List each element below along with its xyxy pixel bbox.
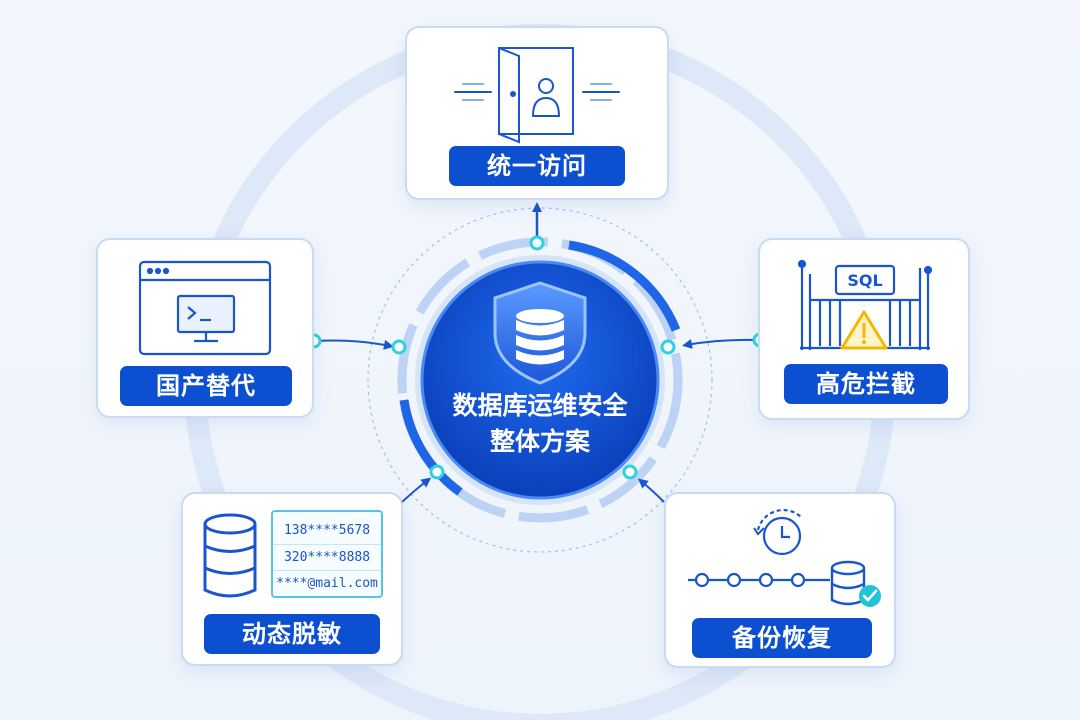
- masked-phone-2: 320****8888: [273, 544, 381, 571]
- inner-ring: [415, 255, 665, 505]
- masked-values-panel: 138****5678 320****8888 ****@mail.com: [271, 510, 383, 598]
- hub-title: 数据库运维安全 整体方案: [420, 388, 660, 460]
- masked-email: ****@mail.com: [273, 570, 381, 597]
- connector-left: [306, 333, 407, 355]
- database-icon: [203, 513, 257, 598]
- database-check-icon: [830, 560, 881, 607]
- card-high-risk-block[interactable]: SQL 高危拦截: [758, 238, 970, 420]
- label-backup-restore: 备份恢复: [692, 618, 872, 658]
- ring-highlight-arc-left: [399, 399, 463, 496]
- label-dynamic-masking: 动态脱敏: [204, 614, 380, 654]
- ring-highlight-arc: [568, 240, 681, 332]
- masked-phone-1: 138****5678: [283, 523, 371, 538]
- dashed-orbit: [367, 207, 713, 553]
- shield-database-icon: [493, 281, 587, 385]
- label-high-risk-block: 高危拦截: [784, 364, 948, 404]
- clock-timeline-icon: [688, 508, 881, 607]
- connector-top: [529, 202, 545, 251]
- hub-title-line2: 整体方案: [489, 427, 590, 456]
- connector-bottom-left: [401, 464, 445, 503]
- label-unified-access: 统一访问: [449, 146, 625, 186]
- connector-bottom-right: [622, 464, 665, 503]
- connector-right: [660, 332, 768, 355]
- terminal-monitor-icon: [138, 260, 272, 356]
- sql-tag: SQL: [847, 271, 883, 290]
- card-domestic-replacement[interactable]: 国产替代: [96, 238, 314, 418]
- label-domestic-replacement: 国产替代: [120, 366, 292, 406]
- sql-gate-warning-icon: [797, 259, 933, 350]
- card-backup-restore[interactable]: 备份恢复: [664, 492, 896, 668]
- door-person-icon: [454, 47, 620, 144]
- hub-title-line1: 数据库运维安全: [452, 391, 628, 420]
- card-unified-access[interactable]: 统一访问: [405, 26, 669, 200]
